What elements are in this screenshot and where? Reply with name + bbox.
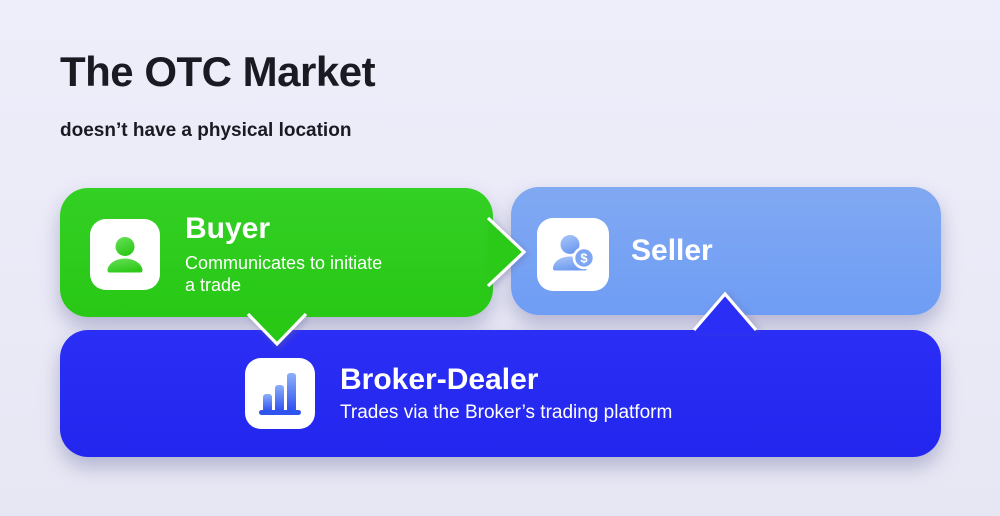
- broker-to-seller-arrow: [692, 291, 758, 334]
- broker-dealer-card: Broker-Dealer Trades via the Broker’s tr…: [60, 330, 941, 457]
- buyer-title: Buyer: [185, 212, 271, 245]
- buyer-description-line2: a trade: [185, 275, 242, 295]
- buyer-card: Buyer Communicates to initiate a trade: [60, 188, 493, 317]
- page-title: The OTC Market: [60, 48, 376, 95]
- page-subtitle: doesn’t have a physical location: [60, 120, 352, 141]
- dollar-symbol: $: [580, 250, 588, 265]
- seller-title: Seller: [631, 234, 713, 267]
- buyer-description-line1: Communicates to initiate: [185, 253, 383, 273]
- buyer-to-seller-arrow: [486, 216, 527, 288]
- buyer-icon-tile: [90, 219, 160, 290]
- broker-dealer-description: Trades via the Broker’s trading platform: [340, 402, 673, 423]
- person-dollar-icon: $: [553, 234, 596, 270]
- broker-icon-tile: [245, 358, 315, 429]
- person-icon: [107, 236, 143, 272]
- seller-icon-tile: $: [537, 218, 609, 291]
- buyer-to-broker-arrow: [246, 312, 308, 347]
- broker-dealer-title: Broker-Dealer: [340, 363, 539, 396]
- bar-chart-icon: [259, 372, 301, 415]
- buyer-description: Communicates to initiate a trade: [185, 252, 382, 296]
